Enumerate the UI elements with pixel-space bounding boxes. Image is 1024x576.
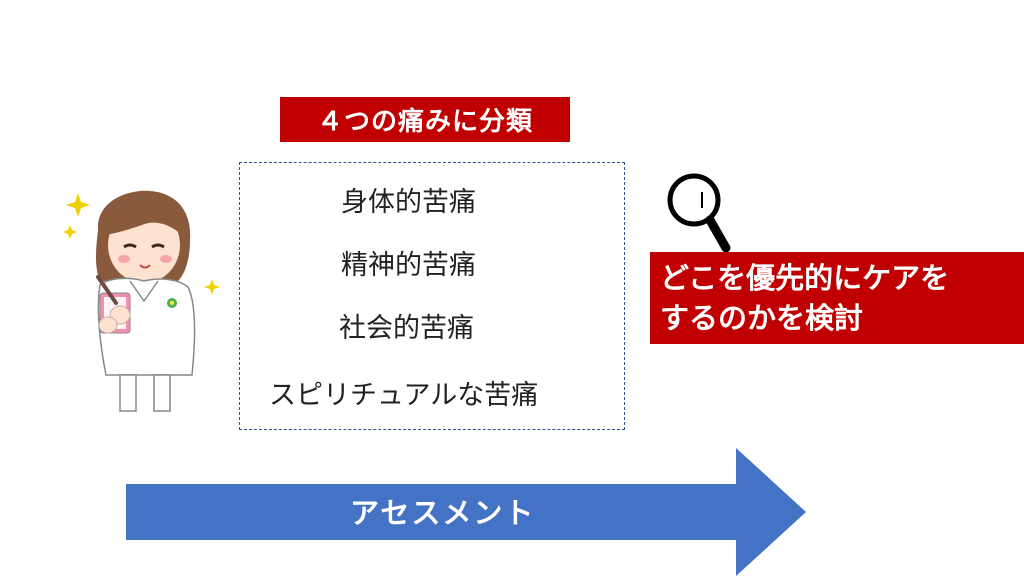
category-mental: 精神的苦痛: [341, 250, 476, 281]
category-physical: 身体的苦痛: [341, 187, 476, 218]
magnifying-glass-icon: [667, 173, 731, 253]
priority-line-1: どこを優先的にケアを: [660, 261, 950, 295]
priority-line-2: するのかを検討: [660, 301, 864, 335]
sparkle-icon: [63, 193, 220, 295]
assessment-arrow: [126, 448, 806, 576]
category-spiritual: スピリチュアルな苦痛: [269, 380, 539, 411]
assessment-label: アセスメント: [350, 496, 536, 530]
title-text: ４つの痛みに分類: [316, 107, 533, 137]
title-banner: ４つの痛みに分類: [280, 97, 570, 142]
nurse-illustration: [63, 190, 220, 412]
priority-box: どこを優先的にケアを するのかを検討: [650, 252, 1024, 344]
category-social: 社会的苦痛: [339, 313, 474, 344]
category-box: 身体的苦痛 精神的苦痛 社会的苦痛 スピリチュアルな苦痛: [239, 162, 625, 430]
